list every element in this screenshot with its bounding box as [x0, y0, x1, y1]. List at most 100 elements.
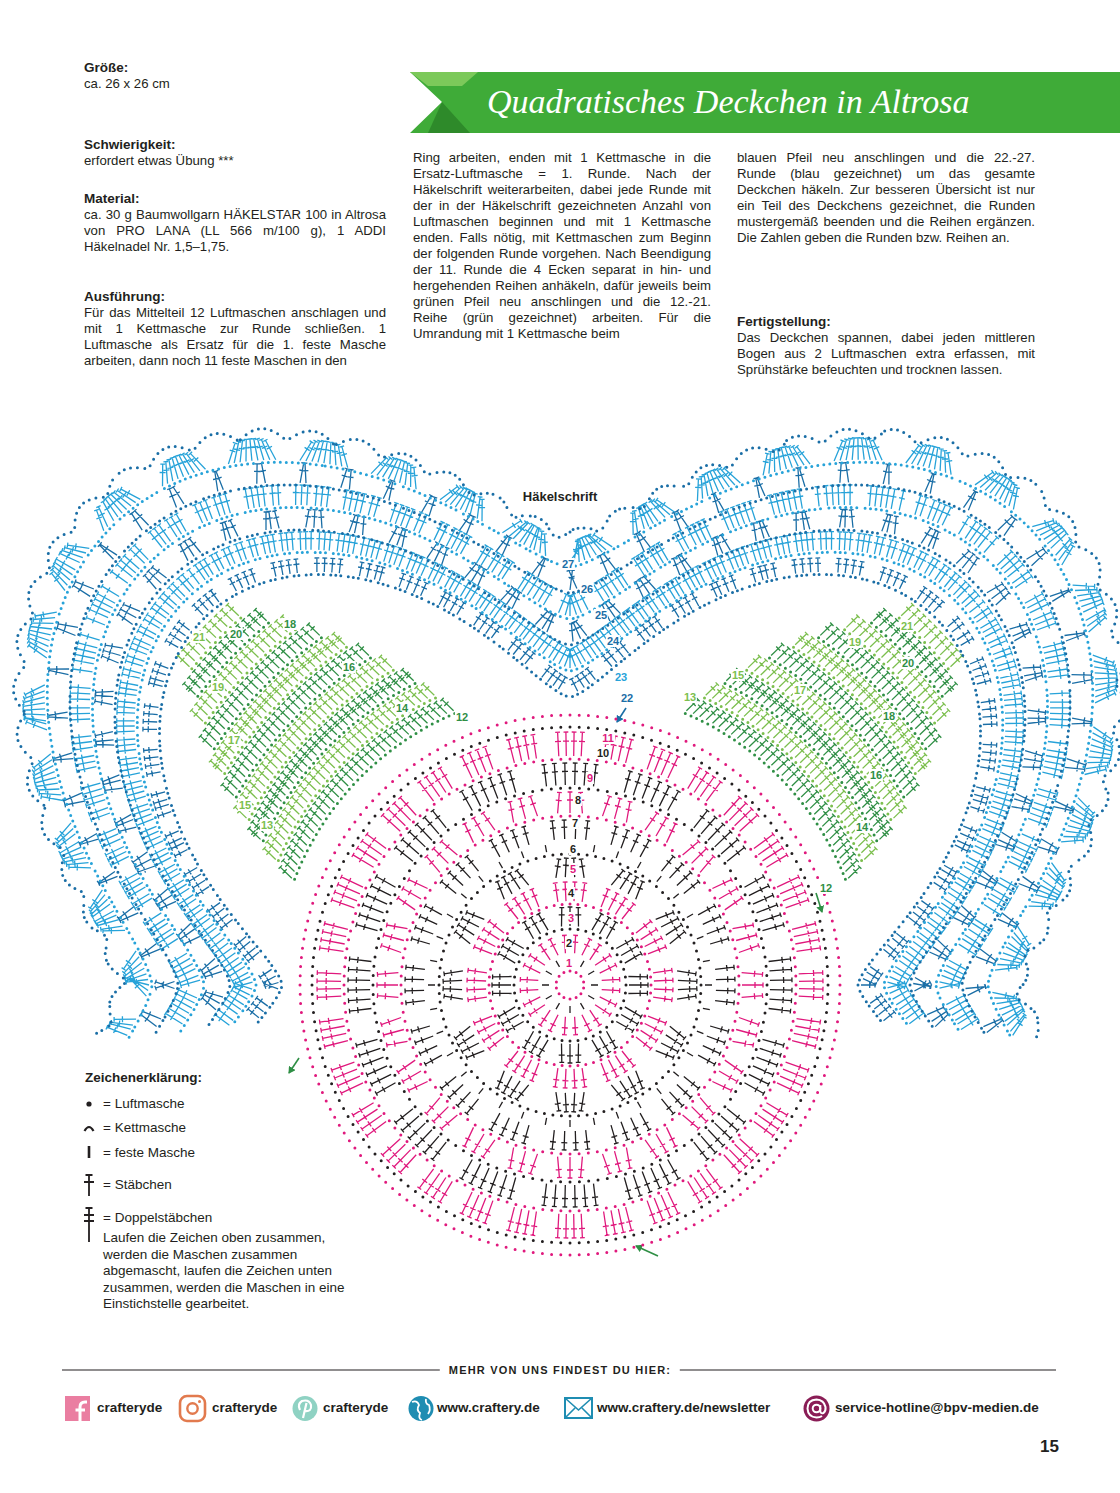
legend-entry: = Luftmasche	[103, 1096, 184, 1112]
row-number: 13	[683, 691, 697, 703]
stitch-symbols	[182, 608, 957, 878]
at-glyph	[813, 1405, 821, 1413]
instagram-lens	[187, 1403, 197, 1413]
body-text: blauen Pfeil neu anschlingen und die 22.…	[737, 150, 1035, 246]
footer-heading: MEHR VON UNS FINDEST DU HIER:	[440, 1363, 680, 1377]
body-text: erfordert etwas Übung ***	[84, 153, 384, 169]
social-link: crafteryde	[212, 1400, 277, 1416]
legend-entry: = Stäbchen	[103, 1177, 172, 1193]
legend-text: = feste Masche	[103, 1145, 195, 1160]
legend-entry: = Kettmasche	[103, 1120, 186, 1136]
row-number: 17	[793, 684, 807, 696]
start-arrow	[636, 1246, 658, 1256]
legend-heading: Zeichenerklärung:	[85, 1070, 202, 1086]
start-arrow	[289, 1058, 299, 1073]
page-number: 15	[1040, 1437, 1059, 1457]
row-number: 20	[901, 657, 915, 669]
legend-text: = Luftmasche	[103, 1096, 184, 1111]
round-number: 6	[569, 843, 577, 855]
row-number: 18	[283, 618, 297, 630]
chain-stitch-dots	[190, 617, 949, 863]
social-link: crafteryde	[97, 1400, 162, 1416]
row-number: 15	[731, 669, 745, 681]
globe-glyph	[412, 1399, 430, 1420]
web-icon	[409, 1396, 434, 1421]
row-number: 17	[227, 734, 241, 746]
chain-stitch-dots	[46, 461, 1094, 1039]
row-number: 14	[855, 821, 869, 833]
facebook-icon	[65, 1396, 90, 1421]
mail-glyph	[565, 1398, 592, 1418]
body-text: Ring arbeiten, enden mit 1 Kettmasche in…	[413, 150, 711, 342]
stitch-symbols	[348, 763, 792, 1207]
round-number: 25	[594, 609, 608, 621]
row-number: 19	[211, 681, 225, 693]
round-number: 7	[571, 817, 579, 829]
body-text: Für das Mittelteil 12 Luftmaschen anschl…	[84, 305, 386, 369]
legend-entry: = Doppelstäbchen	[103, 1210, 212, 1226]
chain-stitch-dots	[12, 427, 1120, 1038]
body-text: ca. 30 g Baumwollgarn HÄKELSTAR 100 in A…	[84, 207, 386, 255]
round-number: 27	[561, 558, 575, 570]
pinterest-icon	[293, 1396, 318, 1421]
instagram-icon	[180, 1396, 205, 1421]
row-number: 19	[848, 636, 862, 648]
row-number: 21	[900, 620, 914, 632]
body-text: Das Deckchen spannen, dabei jeden mittle…	[737, 330, 1035, 378]
section-heading: Material:	[84, 191, 384, 207]
chain-stitch-dots	[196, 622, 943, 881]
round-number: 5	[569, 863, 577, 875]
round-number: 9	[586, 772, 594, 784]
pinterest-glyph	[299, 1401, 311, 1419]
page-title: Quadratisches Deckchen in Altrosa	[487, 82, 970, 122]
row-number: 21	[192, 631, 206, 643]
round-number: 22	[620, 692, 634, 704]
web-link: www.craftery.de	[437, 1400, 540, 1416]
legend-text: = Kettmasche	[103, 1120, 186, 1135]
row-number: 13	[260, 819, 274, 831]
row-number: 18	[882, 710, 896, 722]
row-number: 16	[342, 661, 356, 673]
stitch-symbols	[23, 438, 1118, 1036]
stitch-symbols	[48, 462, 1093, 1032]
banner-shadow	[428, 102, 470, 133]
at-glyph	[808, 1400, 826, 1418]
chain-stitch-dots	[299, 714, 842, 1257]
newsletter-link: www.craftery.de/newsletter	[597, 1400, 770, 1416]
round-number: 2	[565, 937, 573, 949]
section-heading: Ausführung:	[84, 289, 384, 305]
instagram-dot	[198, 1400, 201, 1403]
start-arrow	[816, 893, 822, 912]
legend-note: Laufen die Zeichen oben zusammen, werden…	[103, 1230, 353, 1313]
email-address: service-hotline@bpv-medien.de	[835, 1400, 1039, 1416]
round-number: 3	[567, 912, 575, 924]
legend-entry: = feste Masche	[103, 1145, 195, 1161]
banner-fold	[410, 72, 478, 86]
row-number: 20	[229, 628, 243, 640]
section-heading: Schwierigkeit:	[84, 137, 384, 153]
email-icon	[804, 1396, 830, 1422]
social-link: crafteryde	[323, 1400, 388, 1416]
chart-title: Häkelschrift	[523, 489, 597, 505]
legend-text: = Stäbchen	[103, 1177, 172, 1192]
single-crochet-symbol	[88, 1146, 91, 1158]
title-banner	[410, 72, 1120, 133]
round-number: 11	[601, 732, 615, 744]
treble-crochet-symbol	[84, 1208, 94, 1242]
row-number: 14	[395, 702, 409, 714]
row-number: 12	[455, 711, 469, 723]
row-number: 15	[238, 799, 252, 811]
round-number: 24	[606, 635, 620, 647]
double-crochet-symbol	[84, 1175, 94, 1196]
mail-icon	[565, 1398, 592, 1418]
slip-stitch-symbol	[85, 1127, 94, 1131]
section-heading: Größe:	[84, 60, 384, 76]
round-number: 4	[567, 887, 575, 899]
row-number: 16	[869, 769, 883, 781]
facebook-glyph	[76, 1402, 88, 1421]
round-number: 1	[565, 957, 573, 969]
round-number: 8	[574, 794, 582, 806]
row-number: 12	[819, 882, 833, 894]
chain-symbol	[86, 1101, 91, 1106]
